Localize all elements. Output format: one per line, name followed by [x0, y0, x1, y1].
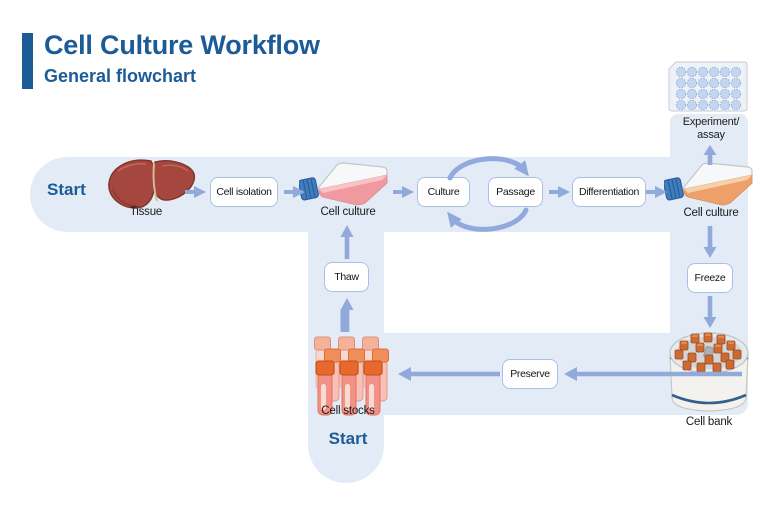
page-subtitle: General flowchart [44, 66, 197, 86]
node-passage: Passage [488, 177, 543, 207]
culture-flask-orange-icon [664, 162, 753, 206]
node-freeze: Freeze [687, 263, 733, 293]
arrow-right-icon [284, 186, 305, 198]
arrow-right-icon [549, 186, 570, 198]
node-culture: Culture [417, 177, 470, 207]
liver-icon [108, 159, 196, 209]
cell-bank-label: Cell bank [685, 416, 733, 428]
tissue-label: Tissue [129, 206, 163, 218]
arrow-up-icon [340, 298, 354, 332]
arrow-left-icon [398, 367, 500, 381]
experiment-assay-line2: assay [697, 129, 725, 141]
node-thaw: Thaw [324, 262, 369, 292]
arrow-down-icon [703, 296, 717, 328]
arrow-down-icon [703, 226, 717, 258]
culture-flask-pink-icon [299, 162, 388, 206]
title-accent-bar [22, 33, 33, 89]
cell-culture-left-label: Cell culture [320, 206, 376, 218]
cell-stocks-label: Cell stocks [321, 405, 375, 417]
cell-bank-icon [669, 332, 749, 412]
cycle-arrows-icon [447, 156, 529, 232]
node-preserve: Preserve [502, 359, 558, 389]
cell-stocks-icon [314, 336, 389, 416]
arrow-right-icon [646, 186, 667, 198]
experiment-assay-label: Experiment/ assay [666, 116, 756, 142]
arrow-left-icon [564, 367, 742, 381]
arrow-up-icon [703, 145, 717, 165]
arrow-right-icon [185, 186, 206, 198]
cell-culture-right-label: Cell culture [683, 207, 739, 219]
node-differentiation: Differentiation [572, 177, 646, 207]
well-plate-icon [668, 61, 748, 112]
start-label-top: Start [47, 180, 86, 199]
start-label-bottom: Start [328, 429, 368, 448]
arrow-right-icon [393, 186, 414, 198]
node-cell-isolation: Cell isolation [210, 177, 278, 207]
page-title: Cell Culture Workflow [44, 30, 320, 60]
experiment-assay-line1: Experiment/ [682, 116, 740, 128]
arrow-up-icon [340, 225, 354, 259]
